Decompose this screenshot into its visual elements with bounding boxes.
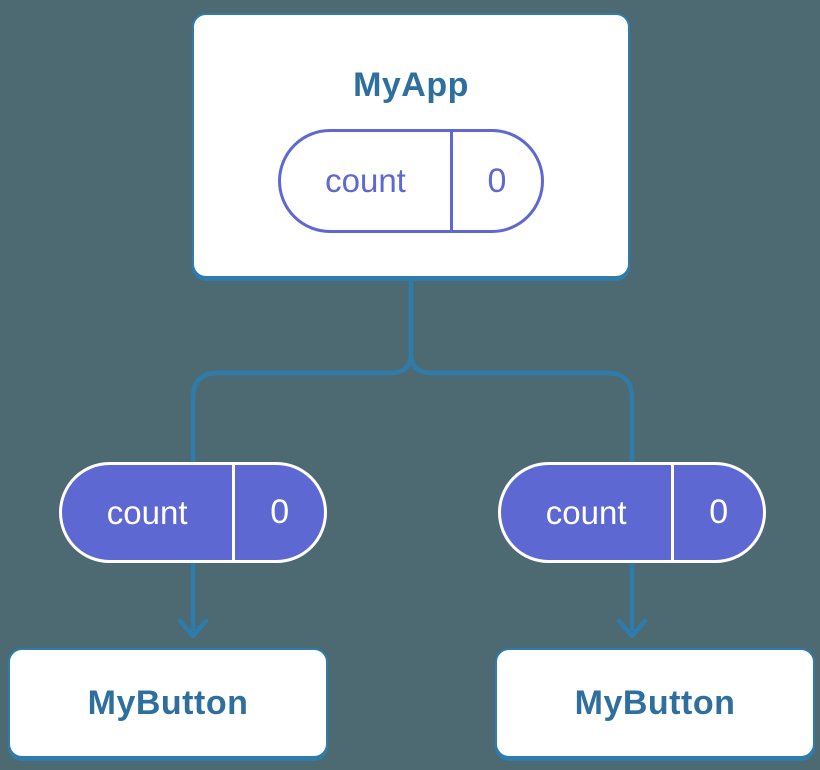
pill-divider (232, 465, 236, 560)
state-value: 0 (487, 161, 507, 200)
state-label: count (106, 493, 188, 531)
state-value: 0 (709, 493, 729, 531)
node-title: MyButton (574, 683, 736, 722)
node-myapp: MyApp count 0 (192, 13, 630, 278)
node-mybutton-left: MyButton (8, 648, 328, 758)
state-label: count (325, 162, 406, 199)
pill-divider (450, 132, 453, 230)
node-mybutton-right: MyButton (495, 648, 815, 758)
connector-branch-right (408, 352, 635, 631)
connector-branch-left (190, 277, 414, 631)
state-value: 0 (270, 493, 290, 531)
arrowhead-left-icon (177, 618, 209, 639)
prop-pill-right: count 0 (498, 462, 766, 563)
state-pill-root: count 0 (278, 129, 544, 233)
pill-divider (671, 465, 675, 560)
node-title: MyApp (353, 66, 469, 104)
state-label: count (545, 493, 627, 531)
node-title: MyButton (87, 683, 249, 722)
prop-pill-left: count 0 (59, 462, 327, 563)
arrowhead-right-icon (616, 618, 648, 639)
